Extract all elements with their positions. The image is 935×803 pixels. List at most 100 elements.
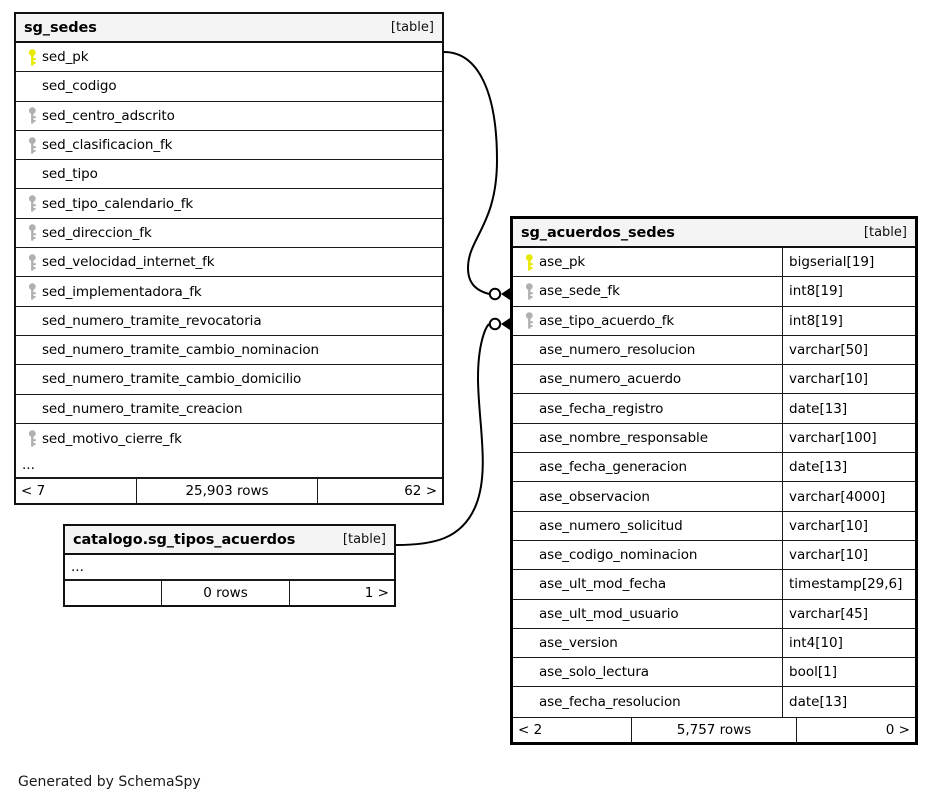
table-footer-sg-acuerdos-sedes: < 2 5,757 rows 0 >: [513, 716, 915, 742]
table-row[interactable]: sed_tipo_calendario_fk: [16, 189, 442, 219]
table-row[interactable]: sed_codigo: [16, 72, 442, 102]
footer-prev-count[interactable]: < 7: [21, 483, 46, 500]
table-row[interactable]: sed_tipo: [16, 160, 442, 190]
table-row[interactable]: sed_numero_tramite_cambio_nominacion: [16, 336, 442, 366]
column-type: varchar[45]: [782, 599, 915, 628]
column-name: sed_numero_tramite_creacion: [42, 400, 243, 417]
key-icon-slot: [22, 136, 42, 154]
table-row[interactable]: sed_velocidad_internet_fk: [16, 248, 442, 278]
table-row[interactable]: sed_clasificacion_fk: [16, 131, 442, 161]
table-kind-label: [table]: [390, 20, 434, 35]
column-name: ase_tipo_acuerdo_fk: [539, 312, 675, 329]
column-name: sed_clasificacion_fk: [42, 137, 173, 154]
primary-key-icon: [525, 253, 533, 271]
column-name: ase_sede_fk: [539, 283, 620, 300]
column-name-cell: ase_fecha_generacion: [513, 453, 782, 481]
column-name-cell: ase_ult_mod_fecha: [513, 570, 782, 598]
table-sg-sedes[interactable]: sg_sedes [table] sed_pk sed_codigo sed_cen…: [14, 12, 444, 506]
column-name: sed_implementadora_fk: [42, 283, 202, 300]
column-type: varchar[100]: [782, 423, 915, 453]
column-name: ase_codigo_nominacion: [539, 547, 698, 564]
column-name-cell: sed_tipo: [16, 160, 442, 188]
column-name-cell: ase_numero_resolucion: [513, 336, 782, 364]
key-icon-slot: [22, 224, 42, 242]
foreign-key-icon: [28, 430, 36, 447]
table-title: catalogo.sg_tipos_acuerdos: [73, 531, 296, 548]
column-name: sed_codigo: [42, 78, 117, 95]
table-row[interactable]: sed_centro_adscrito: [16, 102, 442, 131]
column-name-cell: sed_implementadora_fk: [16, 277, 442, 305]
column-name-cell: ase_tipo_acuerdo_fk: [513, 307, 782, 335]
column-name-cell: ase_fecha_resolucion: [513, 687, 782, 716]
footer-next-count[interactable]: 1 >: [364, 585, 389, 601]
table-row[interactable]: sed_direccion_fk: [16, 219, 442, 249]
table-ellipsis-row: ...: [16, 453, 442, 479]
key-icon-slot: [22, 195, 42, 212]
footer-next-count[interactable]: 62 >: [404, 483, 437, 500]
column-name-cell: sed_tipo_calendario_fk: [16, 189, 442, 217]
key-icon-slot: [22, 283, 42, 300]
footer-row-count: 0 rows: [161, 581, 290, 605]
table-ellipsis-row: ...: [65, 555, 394, 580]
column-name-cell: ase_codigo_nominacion: [513, 541, 782, 569]
table-row[interactable]: ase_numero_acuerdo varchar[10]: [513, 365, 915, 395]
column-name: sed_direccion_fk: [42, 224, 152, 241]
column-name-cell: sed_motivo_cierre_fk: [16, 424, 442, 453]
table-row[interactable]: sed_numero_tramite_creacion: [16, 395, 442, 424]
column-name: ase_numero_resolucion: [539, 342, 696, 359]
foreign-key-icon: [28, 283, 36, 300]
foreign-key-icon: [525, 312, 533, 329]
table-footer-sg-sedes: < 7 25,903 rows 62 >: [16, 478, 442, 504]
relationship-zero-marker-2: [488, 317, 502, 331]
footer-prev-count[interactable]: < 2: [518, 721, 543, 738]
column-name: sed_numero_tramite_cambio_nominacion: [42, 342, 319, 359]
column-type: date[13]: [782, 394, 915, 423]
table-header-sg-sedes: sg_sedes [table]: [16, 14, 442, 43]
column-name-cell: ase_numero_acuerdo: [513, 365, 782, 393]
column-name-cell: ase_ult_mod_usuario: [513, 600, 782, 628]
table-row[interactable]: sed_motivo_cierre_fk: [16, 424, 442, 453]
table-row[interactable]: sed_implementadora_fk: [16, 277, 442, 307]
foreign-key-icon: [28, 107, 36, 124]
footer-next-count[interactable]: 0 >: [885, 721, 910, 738]
key-icon-slot: [519, 253, 539, 271]
column-name: ase_ult_mod_fecha: [539, 576, 667, 593]
column-name-cell: ase_version: [513, 629, 782, 657]
column-name: sed_velocidad_internet_fk: [42, 254, 215, 271]
key-icon-slot: [22, 430, 42, 447]
table-catalogo-sg-tipos-acuerdos[interactable]: catalogo.sg_tipos_acuerdos [table] ... 0…: [63, 524, 396, 607]
primary-key-icon: [28, 48, 36, 66]
column-name-cell: sed_centro_adscrito: [16, 102, 442, 130]
generated-by-note: Generated by SchemaSpy: [18, 774, 201, 790]
column-name: ase_numero_acuerdo: [539, 371, 682, 388]
column-type: bool[1]: [782, 658, 915, 687]
table-row[interactable]: sed_numero_tramite_revocatoria: [16, 307, 442, 336]
table-row[interactable]: sed_numero_tramite_cambio_domicilio: [16, 365, 442, 395]
column-name: ase_fecha_resolucion: [539, 694, 681, 711]
table-row[interactable]: sed_pk: [16, 43, 442, 73]
column-name: ase_numero_solicitud: [539, 517, 683, 534]
footer-prev-count[interactable]: [65, 581, 161, 605]
key-icon-slot: [22, 107, 42, 124]
column-name-cell: ase_pk: [513, 248, 782, 276]
column-type: int4[10]: [782, 628, 915, 658]
column-type: varchar[10]: [782, 365, 915, 394]
relationship-line-sedes-to-acuerdos: [443, 51, 499, 295]
